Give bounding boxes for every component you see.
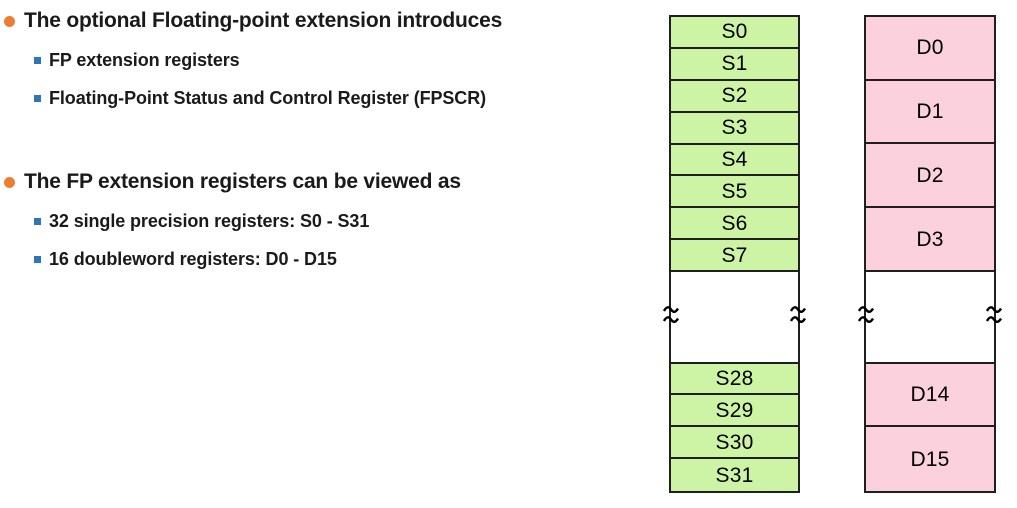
break-gap [866,271,994,364]
sub-bullet-text: 32 single precision registers: S0 - S31 [49,211,370,231]
register-label: S5 [721,179,748,203]
s-register-cell: S7 [671,240,798,272]
bullet-text: The FP extension registers can be viewed… [24,170,461,193]
s-register-cell: S31 [671,459,798,492]
sub-bullet-item: Floating-Point Status and Control Regist… [4,88,502,109]
register-label: D15 [910,447,950,471]
sub-bullet-text: Floating-Point Status and Control Regist… [49,88,486,108]
s-register-cell: S5 [671,176,798,209]
sub-bullet-text: FP extension registers [49,50,240,70]
register-label: S28 [715,367,754,391]
d-register-cell: D2 [866,144,994,209]
d-register-cell: D14 [866,363,994,428]
bullet-group-viewed-as: The FP extension registers can be viewed… [4,170,461,270]
bullet-group-fp-extension: The optional Floating-point extension in… [4,9,502,109]
register-label: S3 [721,116,748,140]
orange-bullet-icon [4,16,15,27]
register-label: S4 [721,147,748,171]
s-register-cell: S0 [671,17,798,49]
sub-bullet-item: FP extension registers [4,50,502,71]
blue-square-bullet-icon [34,95,41,102]
register-label: D2 [916,163,944,187]
s-register-cell: S6 [671,208,798,241]
register-label: S6 [721,211,748,235]
s-register-cell: S1 [671,48,798,81]
s-register-cell: S30 [671,427,798,460]
register-label: S1 [721,52,748,76]
register-label: S7 [721,243,748,267]
s-register-column: S0 S1 S2 S3 S4 S5 [662,15,807,493]
bullet-text: The optional Floating-point extension in… [24,9,503,32]
d-register-cell: D15 [866,427,994,491]
blue-square-bullet-icon [34,57,41,64]
register-label: S29 [715,398,754,422]
break-mark-icon [857,306,875,323]
blue-square-bullet-icon [34,218,41,225]
d-register-cell: D0 [866,17,994,81]
sub-bullet-list: FP extension registers Floating-Point St… [4,50,502,109]
d-register-cell: D1 [866,80,994,145]
sub-bullet-item: 16 doubleword registers: D0 - D15 [4,249,461,270]
s-register-cell: S3 [671,112,798,145]
break-mark-icon [985,306,1003,323]
register-label: D0 [916,36,944,60]
s-register-cell: S29 [671,395,798,428]
sub-bullet-text: 16 doubleword registers: D0 - D15 [49,249,337,269]
register-label: S31 [715,463,754,487]
sub-bullet-item: 32 single precision registers: S0 - S31 [4,211,461,232]
d-register-column: D0 D1 D2 D3 D14 [857,15,1003,493]
sub-bullet-list: 32 single precision registers: S0 - S31 … [4,211,461,270]
s-register-cell: S4 [671,144,798,177]
bullet-item: The FP extension registers can be viewed… [4,170,461,194]
orange-bullet-icon [4,177,15,188]
break-mark-icon [662,306,680,323]
s-register-cell: S28 [671,363,798,396]
d-register-cell: D3 [866,208,994,272]
break-mark-icon [789,306,807,323]
register-label: S0 [721,20,748,44]
bullet-item: The optional Floating-point extension in… [4,9,502,33]
break-gap [671,272,798,364]
register-label: D1 [916,100,944,124]
register-label: S2 [721,84,748,108]
s-register-cell: S2 [671,80,798,113]
register-label: S30 [715,430,754,454]
register-label: D3 [916,227,944,251]
blue-square-bullet-icon [34,256,41,263]
register-label: D14 [910,382,950,406]
